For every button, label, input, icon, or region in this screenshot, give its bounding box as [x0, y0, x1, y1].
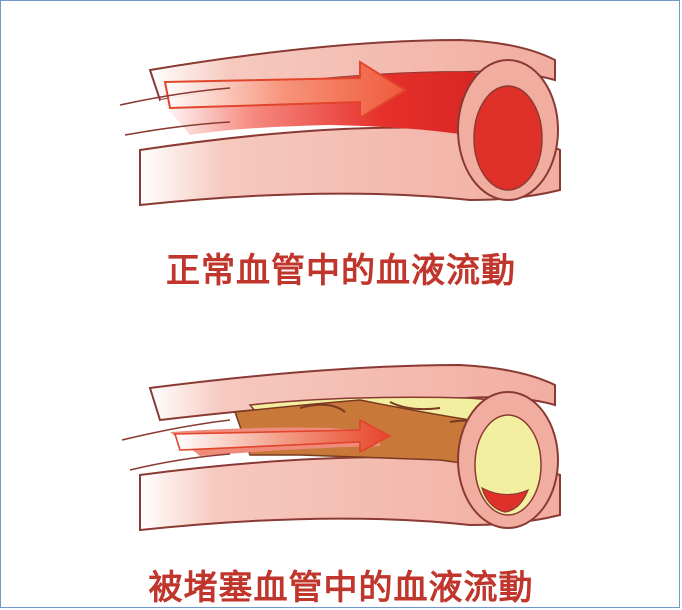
blocked-artery-illustration: [0, 350, 682, 545]
caption-blocked-vessel: 被堵塞血管中的血液流動: [0, 560, 682, 609]
caption-normal-vessel: 正常血管中的血液流動: [0, 243, 682, 292]
normal-artery-illustration: [0, 0, 682, 230]
